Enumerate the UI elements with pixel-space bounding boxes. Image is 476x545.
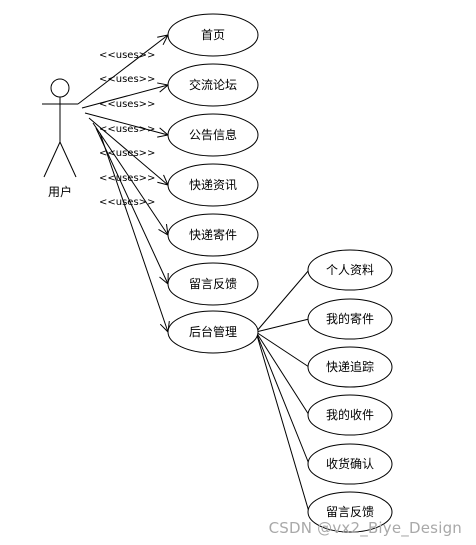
edge-uses-forum	[81, 84, 169, 109]
edge-uses-send	[92, 122, 169, 236]
use-case-feedback: 留言反馈	[167, 262, 259, 306]
use-case-ellipse	[307, 346, 393, 388]
edge-uses-feedback	[95, 127, 169, 285]
use-case-confirm: 收货确认	[307, 443, 393, 485]
use-case-my-send: 我的寄件	[307, 298, 393, 340]
edge-admin-confirm	[255, 331, 310, 465]
edge-uses-notice	[84, 112, 169, 136]
use-case-ellipse	[307, 298, 393, 340]
use-case-label: 留言反馈	[326, 505, 374, 519]
use-case-ellipse	[307, 249, 393, 291]
watermark: CSDN @vx2_Biye_Design	[268, 519, 462, 537]
actor-head	[50, 78, 70, 98]
use-case-admin: 后台管理	[167, 310, 259, 354]
edge-admin-my-receive	[255, 331, 310, 416]
uses-label: <<uses>>	[99, 148, 155, 159]
use-case-label: 后台管理	[189, 324, 237, 339]
use-case-forum: 交流论坛	[167, 63, 259, 107]
use-case-label: 交流论坛	[189, 77, 237, 92]
use-case-my-receive: 我的收件	[307, 394, 393, 436]
uses-label: <<uses>>	[99, 197, 155, 208]
use-case-ellipse	[167, 63, 259, 107]
use-case-label: 我的收件	[326, 407, 374, 422]
use-case-send: 快递寄件	[167, 213, 259, 257]
uses-label: <<uses>>	[99, 50, 155, 61]
uses-label: <<uses>>	[99, 99, 155, 110]
use-case-label: 快递寄件	[189, 227, 237, 242]
edge-uses-admin	[99, 132, 169, 333]
use-case-label: 首页	[201, 28, 225, 42]
use-case-ellipse	[307, 491, 393, 533]
use-case-news: 快递资讯	[167, 163, 259, 207]
edge-admin-my-send	[255, 318, 310, 333]
uses-label: <<uses>>	[99, 74, 155, 85]
edge-admin-feedback2	[255, 331, 310, 513]
use-case-ellipse	[167, 262, 259, 306]
use-case-label: 留言反馈	[189, 277, 237, 291]
use-case-label: 个人资料	[326, 263, 374, 277]
use-case-feedback2: 留言反馈	[307, 491, 393, 533]
edge-admin-tracking	[255, 331, 310, 368]
use-case-ellipse	[167, 113, 259, 157]
use-case-label: 我的寄件	[326, 311, 374, 326]
use-case-ellipse	[167, 13, 259, 57]
edge-uses-home	[77, 34, 169, 105]
use-case-ellipse	[307, 394, 393, 436]
actor-label: 用户	[48, 184, 72, 199]
use-case-label: 快递追踪	[326, 359, 374, 374]
uses-label: <<uses>>	[99, 124, 155, 135]
diagram-edges	[77, 34, 310, 513]
use-case-ellipse	[307, 443, 393, 485]
use-case-label: 快递资讯	[189, 178, 237, 192]
actor-leg-left	[43, 141, 61, 178]
use-case-ellipse	[167, 213, 259, 257]
edge-uses-news	[88, 117, 169, 186]
use-case-ellipse	[167, 163, 259, 207]
use-case-tracking: 快递追踪	[307, 346, 393, 388]
edge-admin-profile	[255, 269, 310, 333]
uses-label: <<uses>>	[99, 173, 155, 184]
use-case-ellipse	[167, 310, 259, 354]
use-case-label: 收货确认	[326, 456, 374, 471]
use-case-label: 公告信息	[189, 127, 237, 142]
actor-user	[42, 78, 78, 178]
use-case-profile: 个人资料	[307, 249, 393, 291]
actor-leg-right	[59, 141, 77, 178]
use-case-nodes: <<uses>> 首页 <<uses>> 交流论坛 <<uses>> 公告信息 <<uses…	[99, 13, 393, 533]
use-case-notice: 公告信息	[167, 113, 259, 157]
use-case-home: 首页	[167, 13, 259, 57]
